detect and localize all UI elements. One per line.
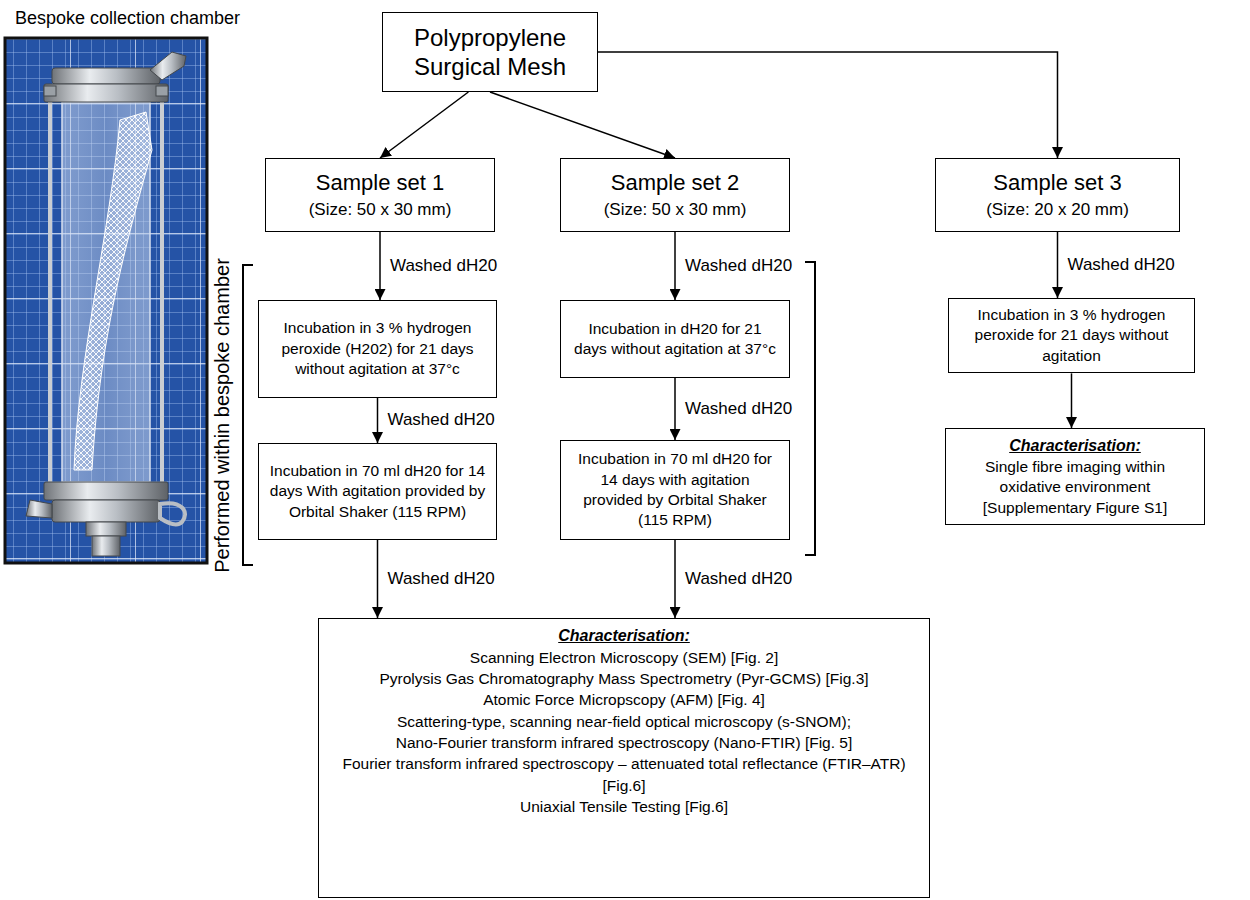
box-text: Sample set 2 [611,169,739,197]
edge-label: Washed dH20 [683,256,794,276]
process-box: Incubation in 3 % hydrogen peroxide for … [948,298,1195,373]
box-text: Sample set 3 [993,169,1121,197]
process-box: Incubation in 3 % hydrogen peroxide (H20… [258,300,497,398]
nozzle-hex [86,522,126,536]
flow-arrow [379,232,381,300]
photo-grid-major [5,38,207,563]
box-text: Single fibre imaging within oxidative en… [955,457,1195,518]
photo-frame [5,38,207,563]
sample-set-box: Sample set 3(Size: 20 x 20 mm) [935,158,1180,232]
section-heading: Characterisation: [558,625,690,647]
flow-arrow [377,398,379,443]
edge-label: Washed dH20 [388,256,499,276]
clamp-loop [160,503,185,524]
box-text: Incubation in 70 ml dH20 for 14 days Wit… [268,461,487,522]
flow-arrow [490,92,675,158]
top-clamp [52,68,160,84]
box-text: Incubation in dH20 for 21 days without a… [570,319,780,360]
right-bracket [805,262,815,555]
sample-set-box: Sample set 1(Size: 50 x 30 mm) [265,158,495,232]
sample-set-box: Sample set 2(Size: 50 x 30 mm) [560,158,790,232]
method-item: Uniaxial Tensile Testing [Fig.6] [520,796,728,817]
box-text: Sample set 1 [316,169,444,197]
box-text: Incubation in 3 % hydrogen peroxide for … [958,305,1185,366]
box-text: Incubation in 70 ml dH20 for 14 days wit… [570,449,780,531]
characterisation-box: Characterisation:Scanning Electron Micro… [318,618,930,898]
left-bracket [243,265,253,565]
flow-arrow [598,52,1058,158]
flow-arrow [377,540,379,618]
size-note: (Size: 20 x 20 mm) [986,199,1129,221]
method-item: Nano-Fourier transform infrared spectros… [396,732,853,753]
chamber-photo [5,38,207,563]
characterisation-box: Characterisation:Single fibre imaging wi… [945,428,1205,525]
size-note: (Size: 50 x 30 mm) [604,199,747,221]
photo-grid [5,38,207,563]
flow-arrow [1071,373,1073,428]
source-box: Polypropylene Surgical Mesh [382,12,598,92]
method-item: Atomic Force Micropscopy (AFM) [Fig. 4] [483,689,765,710]
box-text: Polypropylene Surgical Mesh [392,23,588,82]
edge-label: Washed dH20 [683,569,794,589]
edge-label: Washed dH20 [1066,255,1177,275]
flow-arrow [380,92,468,158]
bracket-label: Performed within bespoke chamber [211,235,234,595]
method-item: Fourier transform infrared spectroscopy … [328,753,920,796]
box-text: Incubation in 3 % hydrogen peroxide (H20… [268,318,487,379]
method-item: Scanning Electron Microscopy (SEM) [Fig.… [470,647,778,668]
top-flange [44,84,168,102]
process-box: Incubation in 70 ml dH20 for 14 days Wit… [258,443,497,540]
edge-label: Washed dH20 [683,399,794,419]
tie-rod [160,92,164,492]
mesh-texture [74,112,152,470]
method-item: Pyrolysis Gas Chromatography Mass Spectr… [379,668,868,689]
clamp-screw [26,500,52,518]
photo-ground [5,38,207,563]
bottom-flange [44,482,168,500]
flow-arrow [674,540,676,618]
edge-label: Washed dH20 [386,410,497,430]
edge-label: Washed dH20 [386,569,497,589]
tie-rod [48,92,52,492]
flow-arrow [1057,232,1059,298]
bottom-clamp [52,500,160,522]
method-item: Scattering-type, scanning near-field opt… [397,711,851,732]
flow-arrow [674,378,676,440]
mesh-sample [74,112,152,470]
nozzle [92,536,120,556]
flow-arrow [674,232,676,300]
nut [44,86,56,96]
nut [156,86,168,96]
size-note: (Size: 50 x 30 mm) [309,199,452,221]
process-box: Incubation in 70 ml dH20 for 14 days wit… [560,440,790,540]
section-heading: Characterisation: [1009,435,1141,457]
photo-title: Bespoke collection chamber [5,8,250,29]
process-box: Incubation in dH20 for 21 days without a… [560,300,790,378]
clamp-lever [150,52,186,80]
